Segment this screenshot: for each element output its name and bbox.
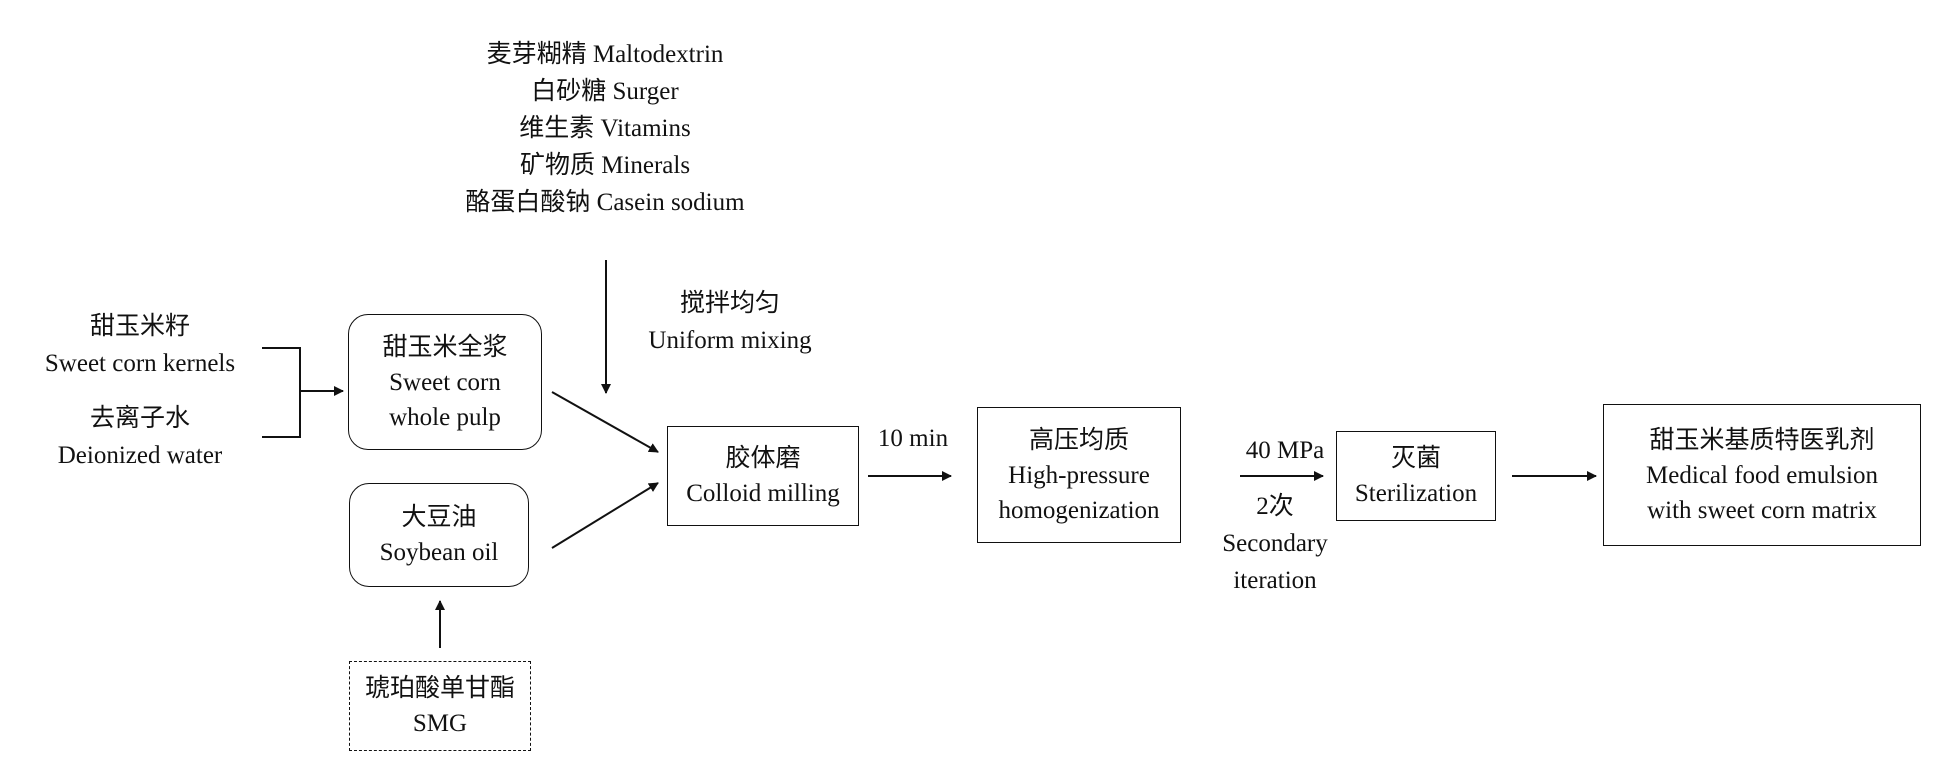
node-sterilization: 灭菌 Sterilization — [1336, 431, 1496, 521]
node-smg: 琥珀酸单甘酯 SMG — [349, 661, 531, 751]
node-final-product: 甜玉米基质特医乳剂 Medical food emulsion with swe… — [1603, 404, 1921, 546]
pressure-label: 40 MPa — [1245, 437, 1325, 464]
input-bracket — [262, 347, 301, 438]
arrow-soybean-to-colloid — [551, 482, 659, 549]
additive-sugar: 白砂糖 Surger — [531, 78, 679, 105]
node-soybean-oil: 大豆油 Soybean oil — [349, 483, 529, 587]
milling-time-label: 10 min — [877, 425, 949, 452]
additive-casein: 酪蛋白酸钠 Casein sodium — [465, 189, 745, 216]
additives-list: 麦芽糊精 Maltodextrin 白砂糖 Surger 维生素 Vitamin… — [420, 36, 790, 221]
node-homogenization: 高压均质 High-pressure homogenization — [977, 407, 1181, 543]
node-colloid-milling: 胶体磨 Colloid milling — [667, 426, 859, 526]
additive-maltodextrin: 麦芽糊精 Maltodextrin — [486, 41, 724, 68]
arrow-pulp-to-colloid — [551, 391, 659, 453]
input-water: 去离子水 Deionized water — [57, 405, 223, 469]
mixing-label: 搅拌均匀 Uniform mixing — [648, 290, 812, 354]
additive-minerals: 矿物质 Minerals — [519, 152, 691, 179]
additive-vitamins: 维生素 Vitamins — [519, 115, 691, 142]
iteration-label: 2次 Secondary iteration — [1222, 493, 1328, 594]
input-kernels: 甜玉米籽 Sweet corn kernels — [44, 313, 236, 377]
node-sweet-corn-pulp: 甜玉米全浆 Sweet corn whole pulp — [348, 314, 542, 450]
